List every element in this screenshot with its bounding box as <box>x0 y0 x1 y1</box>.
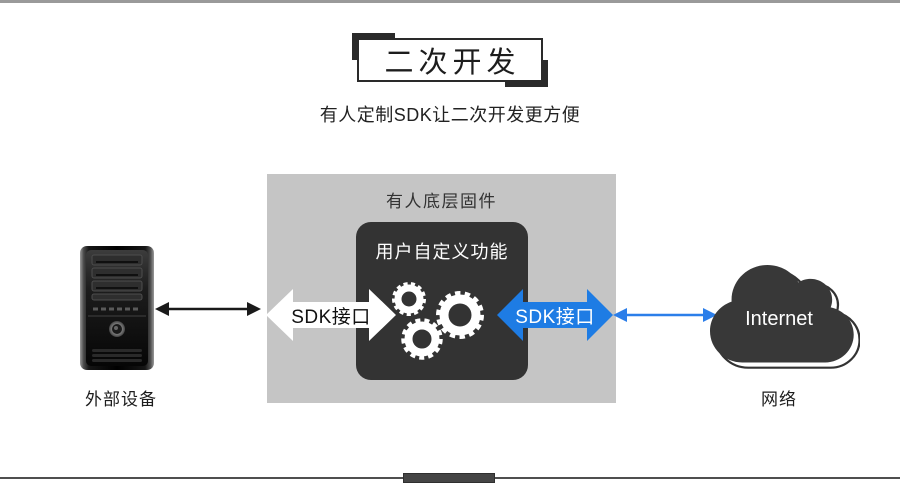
custom-function-title: 用户自定义功能 <box>375 242 509 262</box>
firmware-panel: 有人底层固件 用户自定义功能 <box>267 174 616 403</box>
title-bracket-top-left <box>352 33 395 60</box>
sdk-interface-left-label: SDK接口 <box>291 306 371 328</box>
title-box: 二次开发 <box>352 33 548 87</box>
firmware-panel-title: 有人底层固件 <box>386 192 497 211</box>
sdk-interface-arrow-right: SDK接口 <box>496 287 614 343</box>
internet-link-arrow <box>613 308 717 322</box>
title-bracket-bottom-right <box>505 60 548 87</box>
device-link-arrow <box>155 302 261 316</box>
page-subtitle: 有人定制SDK让二次开发更方便 <box>319 105 581 125</box>
double-arrow-white-icon <box>266 289 396 341</box>
sdk-interface-right-label: SDK接口 <box>515 306 595 328</box>
double-arrow-blue-icon <box>497 289 613 341</box>
bottom-divider-bar <box>403 473 495 483</box>
gears-icon <box>392 282 484 360</box>
external-device-label: 外部设备 <box>85 390 157 409</box>
sdk-interface-arrow-left: SDK接口 <box>265 287 397 343</box>
custom-function-box: 用户自定义功能 <box>356 222 528 380</box>
network-caption: 网络 <box>761 390 797 409</box>
top-divider-bar <box>0 0 900 3</box>
page-title: 二次开发 <box>384 47 521 79</box>
internet-cloud-label: Internet <box>745 308 813 330</box>
computer-tower-icon <box>80 246 154 370</box>
